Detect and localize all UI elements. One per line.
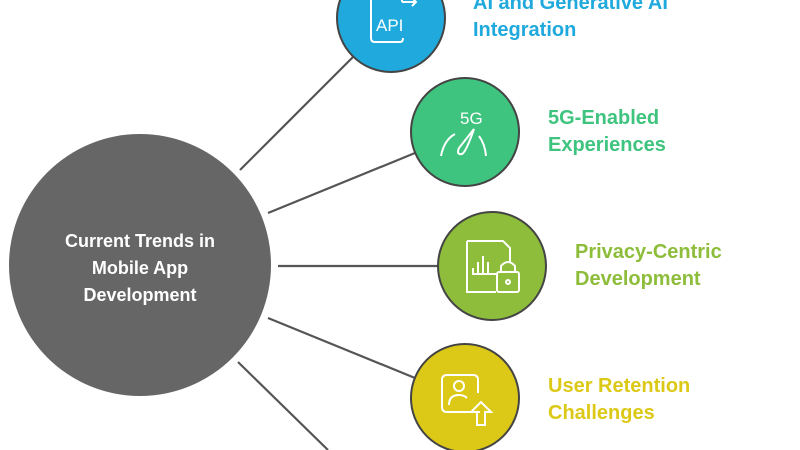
connector-2	[267, 151, 416, 215]
svg-text:5G: 5G	[460, 109, 483, 128]
center-title: Current Trends in Mobile App Development	[20, 228, 260, 309]
node-ai	[336, 0, 446, 73]
connector-1	[239, 54, 356, 171]
center-line-3: Development	[83, 285, 197, 305]
connector-4	[267, 316, 416, 380]
node-privacy	[437, 211, 547, 321]
center-line-2: Mobile App	[91, 258, 189, 278]
label-privacy-line-2: Development	[575, 268, 701, 290]
label-ai-line-1: AI and Generative AI	[473, 0, 668, 14]
label-retention-line-1: User Retention	[548, 375, 691, 397]
label-ai: AI and Generative AI Integration	[473, 0, 668, 44]
label-retention-line-2: Challenges	[548, 402, 655, 424]
5g-speedometer-icon: 5G	[440, 109, 487, 157]
api-icon: API	[370, 0, 418, 43]
label-ai-line-2: Integration	[473, 19, 577, 41]
node-5g	[410, 77, 520, 187]
user-up-arrow-icon	[441, 374, 494, 426]
svg-text:API: API	[376, 16, 403, 35]
label-5g-line-2: Experiences	[548, 134, 666, 156]
label-5g: 5G-Enabled Experiences	[548, 105, 666, 159]
label-5g-line-1: 5G-Enabled	[548, 107, 660, 129]
center-line-1: Current Trends in	[64, 231, 216, 251]
label-privacy-line-1: Privacy-Centric	[575, 241, 722, 263]
center-node	[9, 134, 271, 396]
document-lock-icon	[466, 240, 520, 293]
label-retention: User Retention Challenges	[548, 373, 690, 427]
label-privacy: Privacy-Centric Development	[575, 239, 722, 293]
connector-5	[237, 361, 329, 450]
